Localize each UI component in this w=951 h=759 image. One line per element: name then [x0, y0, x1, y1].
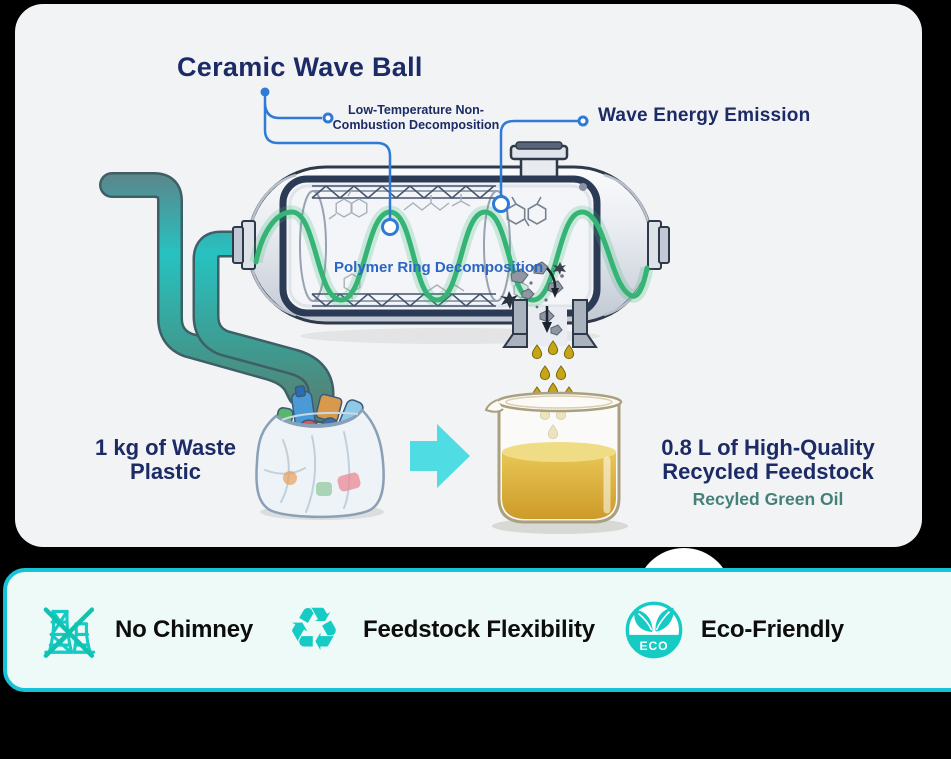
- reactor-vessel-illustration: [232, 141, 670, 348]
- eco-badge-text: ECO: [639, 639, 668, 653]
- callout-lines: [260, 87, 589, 236]
- output-subtitle: Recyled Green Oil: [692, 489, 844, 509]
- low-temp-line1: Low-Temperature Non-: [348, 103, 484, 117]
- output-line2: Recycled Feedstock: [662, 459, 874, 484]
- polymer-ring-decomposition-label: Polymer Ring Decomposition: [334, 259, 544, 276]
- feature-no-chimney: No Chimney: [37, 597, 253, 663]
- no-chimney-icon: [43, 607, 96, 658]
- low-temp-line2: Combustion Decomposition: [332, 117, 500, 132]
- output-line1: 0.8 L of High-Quality: [661, 435, 875, 460]
- input-quantity-label: 1 kg of Waste Plastic: [83, 436, 248, 484]
- inlet-pipes-illustration: [99, 172, 335, 424]
- flow-arrow: [410, 424, 470, 488]
- input-line1: 1 kg of Waste: [95, 435, 236, 460]
- features-bar: No Chimney ♻ Feedstock Flexibility ECO E…: [3, 568, 951, 692]
- wave-energy-emission-label: Wave Energy Emission: [598, 105, 811, 126]
- feature-eco-friendly: ECO Eco-Friendly: [623, 599, 844, 661]
- feature-label-no-chimney: No Chimney: [115, 616, 254, 643]
- debris-shards: [510, 261, 564, 302]
- output-quantity-label: 0.8 L of High-Quality Recycled Feedstock…: [634, 436, 902, 511]
- feature-label-feedstock-flexibility: Feedstock Flexibility: [363, 616, 595, 643]
- beaker-illustration: [484, 391, 628, 534]
- energy-wave: [253, 209, 650, 303]
- feature-label-eco-friendly: Eco-Friendly: [700, 616, 844, 643]
- waste-bag-illustration: [255, 385, 385, 520]
- output-main: 0.8 L of High-Quality Recycled Feedstock: [634, 436, 902, 484]
- input-line2: Plastic: [130, 459, 201, 484]
- low-temp-label: Low-Temperature Non- Combustion Decompos…: [332, 103, 500, 132]
- truss-lattice: [311, 184, 496, 308]
- ceramic-wave-ball-label: Ceramic Wave Ball: [177, 52, 423, 82]
- feature-feedstock-flexibility: ♻ Feedstock Flexibility: [281, 598, 595, 662]
- eco-badge-icon: ECO: [625, 601, 683, 659]
- recycle-icon: ♻: [287, 595, 341, 665]
